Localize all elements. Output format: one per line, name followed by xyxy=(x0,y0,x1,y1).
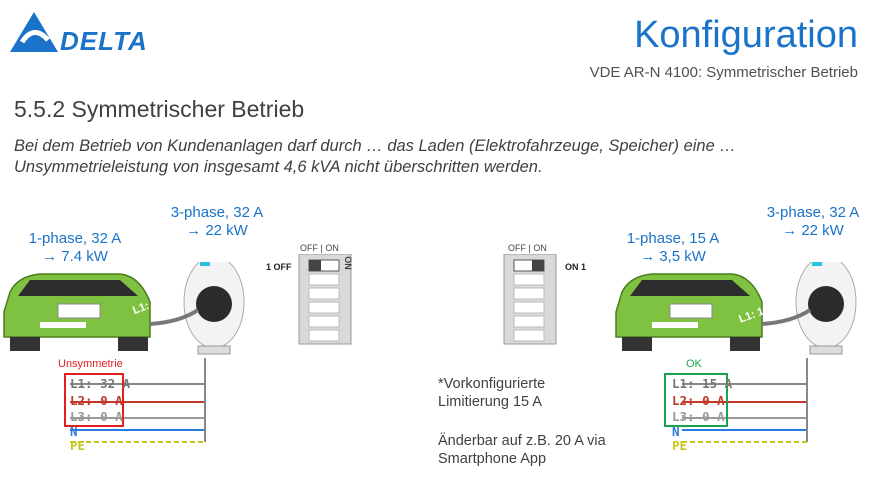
right-car-phase: 1-phase, 15 A xyxy=(626,230,720,247)
left-dip-on: ON xyxy=(325,243,339,253)
left-dip-switch[interactable] xyxy=(295,254,395,346)
right-charger-phase: 3-phase, 32 A xyxy=(766,204,860,221)
right-status: OK xyxy=(686,358,702,370)
left-dip-row1: 1 OFF xyxy=(266,262,292,272)
preconfig-note: *Vorkonfigurierte Limitierung 15 A xyxy=(438,375,545,411)
left-l1: L1: 32 A xyxy=(70,376,131,391)
right-pe: PE xyxy=(672,438,688,453)
preconfig-line-2: Limitierung 15 A xyxy=(438,394,542,410)
right-status-box xyxy=(664,373,728,427)
left-dip-on-label: ON xyxy=(342,256,353,270)
right-car-label: 1-phase, 15 A → 3,5 kW xyxy=(618,230,728,266)
left-pe: PE xyxy=(70,438,86,453)
right-dip-on: ON xyxy=(533,243,547,253)
left-status: Unsymmetrie xyxy=(58,358,123,370)
section-heading: 5.5.2 Symmetrischer Betrieb xyxy=(14,96,305,122)
left-charger-label: 3-phase, 32 A → 22 kW xyxy=(162,204,272,240)
left-status-box xyxy=(64,373,124,427)
right-dip-header: OFF | ON xyxy=(508,243,547,253)
right-car-illustration xyxy=(615,262,857,443)
right-charger-power: → 22 kW xyxy=(782,222,844,239)
right-l3: L3: 0 A xyxy=(672,409,725,424)
change-note: Änderbar auf z.B. 20 A via Smartphone Ap… xyxy=(438,432,606,468)
section-line-2: Unsymmetrieleistung von insgesamt 4,6 kV… xyxy=(14,158,543,176)
right-l2: L2: 0 A xyxy=(672,393,725,408)
left-car-illustration xyxy=(3,262,245,443)
left-car-phase: 1-phase, 32 A xyxy=(28,230,122,247)
left-car-power: → 7.4 kW xyxy=(42,248,108,265)
left-charger-phase: 3-phase, 32 A xyxy=(170,204,264,221)
left-n: N xyxy=(70,424,78,439)
preconfig-line-1: *Vorkonfigurierte xyxy=(438,376,546,392)
change-line-1: Änderbar auf z.B. 20 A via xyxy=(438,433,606,449)
section-line-1: Bei dem Betrieb von Kundenanlagen darf d… xyxy=(14,137,736,155)
left-l2: L2: 0 A xyxy=(70,393,123,408)
section-text: Bei dem Betrieb von Kundenanlagen darf d… xyxy=(14,136,864,178)
right-dip-row1: ON 1 xyxy=(565,262,587,272)
left-l3: L3: 0 A xyxy=(70,409,123,424)
left-car-label: 1-phase, 32 A → 7.4 kW xyxy=(20,230,130,266)
delta-logo xyxy=(10,12,58,52)
right-dip-switch[interactable] xyxy=(500,254,560,346)
right-dip-off: OFF xyxy=(508,243,526,253)
left-dip-header: OFF | ON xyxy=(300,243,339,253)
right-n: N xyxy=(672,424,680,439)
page-title: Konfiguration xyxy=(634,14,858,56)
left-dip-off: OFF xyxy=(300,243,318,253)
right-l1: L1: 15 A xyxy=(672,376,733,391)
right-charger-label: 3-phase, 32 A → 22 kW xyxy=(758,204,868,240)
right-car-power: → 3,5 kW xyxy=(640,248,706,265)
change-line-2: Smartphone App xyxy=(438,451,547,467)
page-subtitle: VDE AR-N 4100: Symmetrischer Betrieb xyxy=(589,64,858,81)
left-charger-power: → 22 kW xyxy=(186,222,248,239)
brand-name: DELTA xyxy=(60,26,148,56)
